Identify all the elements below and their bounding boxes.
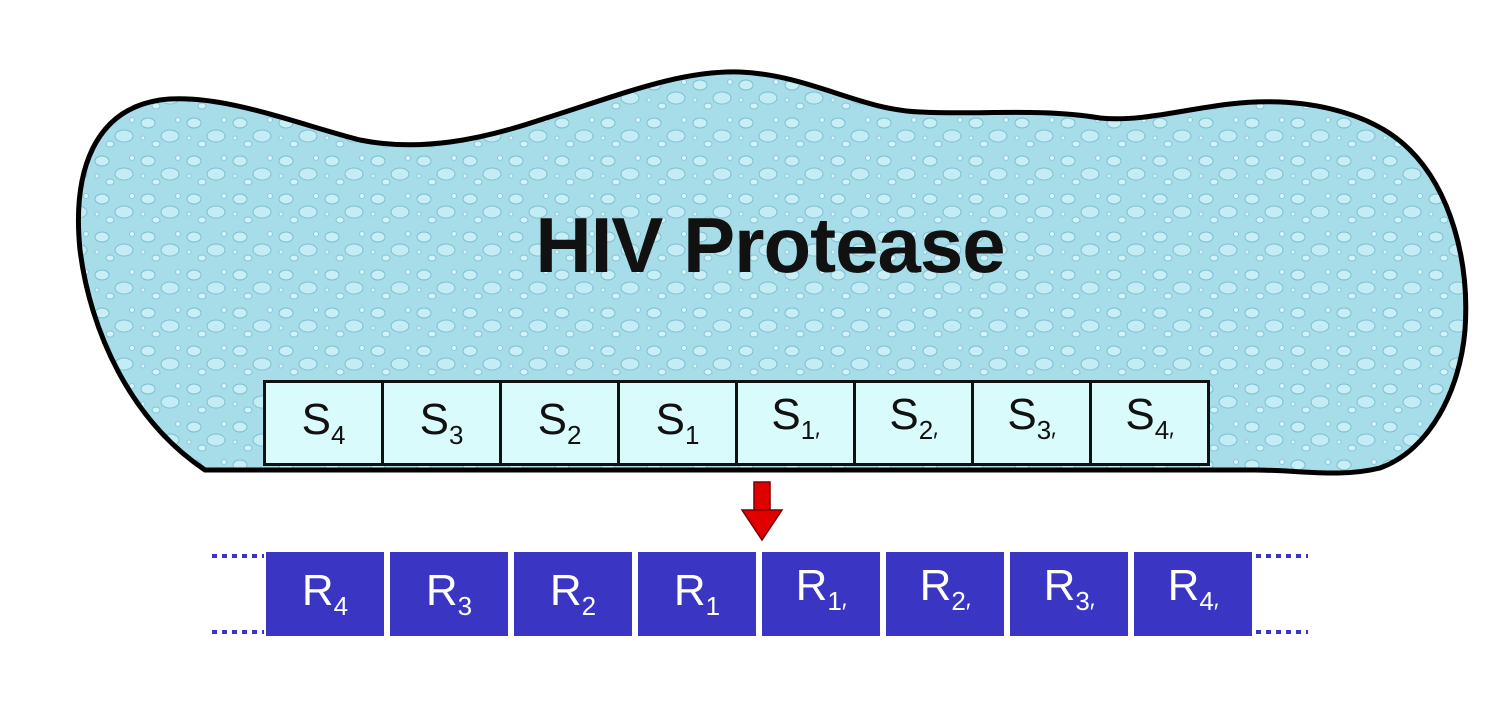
- residue-letter: R: [549, 566, 582, 615]
- residue-letter: R: [795, 561, 828, 610]
- residue-letter: R: [673, 566, 706, 615]
- subsite-cell: S4′: [1089, 380, 1210, 466]
- residue-cell: R1′: [762, 552, 880, 636]
- residue-label: R2′: [920, 561, 971, 627]
- subsite-label: S1: [656, 395, 700, 451]
- residue-letter: R: [1167, 561, 1200, 610]
- subsite-letter: S: [301, 395, 331, 444]
- residue-index: 3: [457, 591, 473, 621]
- subsite-index: 1: [684, 420, 700, 450]
- residue-label: R4′: [1168, 561, 1219, 627]
- residue-letter: R: [1043, 561, 1076, 610]
- residue-label: R3: [426, 566, 472, 622]
- residue-index: 3′: [1075, 586, 1095, 626]
- cleavage-arrow-icon: [740, 481, 784, 542]
- residue-label: R3′: [1044, 561, 1095, 627]
- subsite-prime: ′: [933, 428, 938, 455]
- residue-label: R1: [674, 566, 720, 622]
- residue-prime: ′: [1213, 599, 1219, 626]
- subsite-index: 2′: [918, 415, 938, 455]
- subsite-index: 4′: [1154, 415, 1174, 455]
- residue-index: 4: [333, 591, 349, 621]
- residue-cell: R4′: [1134, 552, 1252, 636]
- subsite-letter: S: [419, 395, 449, 444]
- residue-cell: R4: [266, 552, 384, 636]
- residue-prime: ′: [1089, 599, 1095, 626]
- subsite-prime: ′: [815, 428, 820, 455]
- subsite-prime: ′: [1051, 428, 1056, 455]
- subsite-label: S3′: [1007, 390, 1055, 456]
- residue-index: 2: [581, 591, 597, 621]
- residue-prime: ′: [841, 599, 847, 626]
- residue-cell: R1: [638, 552, 756, 636]
- subsite-cell: S1: [617, 380, 738, 466]
- subsite-cell: S3: [381, 380, 502, 466]
- enzyme-title: HIV Protease: [535, 201, 1005, 289]
- subsite-cell: S3′: [971, 380, 1092, 466]
- subsite-letter: S: [889, 390, 919, 439]
- subsite-index: 4: [330, 420, 346, 450]
- subsite-letter: S: [771, 390, 801, 439]
- subsite-label: S2: [538, 395, 582, 451]
- residue-prime: ′: [965, 599, 971, 626]
- subsite-index: 3′: [1036, 415, 1056, 455]
- subsite-label: S1′: [771, 390, 819, 456]
- subsite-label: S4′: [1125, 390, 1173, 456]
- residue-cell: R2′: [886, 552, 1004, 636]
- residue-label: R2: [550, 566, 596, 622]
- subsite-letter: S: [655, 395, 685, 444]
- subsite-label: S2′: [889, 390, 937, 456]
- residue-cell: R3′: [1010, 552, 1128, 636]
- residue-index: 4′: [1199, 586, 1219, 626]
- residue-letter: R: [919, 561, 952, 610]
- residue-letter: R: [425, 566, 458, 615]
- subsite-cell: S2: [499, 380, 620, 466]
- residue-cell: R2: [514, 552, 632, 636]
- subsite-letter: S: [1007, 390, 1037, 439]
- residue-label: R1′: [796, 561, 847, 627]
- subsite-index: 2: [566, 420, 582, 450]
- residue-index: 1: [705, 591, 721, 621]
- residue-cell: R3: [390, 552, 508, 636]
- subsite-cell: S1′: [735, 380, 856, 466]
- residue-letter: R: [301, 566, 334, 615]
- residue-index: 2′: [951, 586, 971, 626]
- subsite-label: S3: [420, 395, 464, 451]
- subsite-cell: S4: [263, 380, 384, 466]
- subsite-letter: S: [1125, 390, 1155, 439]
- subsite-letter: S: [537, 395, 567, 444]
- residue-index: 1′: [827, 586, 847, 626]
- residue-label: R4: [302, 566, 348, 622]
- subsite-prime: ′: [1169, 428, 1174, 455]
- subsite-index: 3: [448, 420, 464, 450]
- subsite-cell: S2′: [853, 380, 974, 466]
- subsite-index: 1′: [800, 415, 820, 455]
- enzyme-blob: [75, 69, 1469, 476]
- subsite-label: S4: [302, 395, 346, 451]
